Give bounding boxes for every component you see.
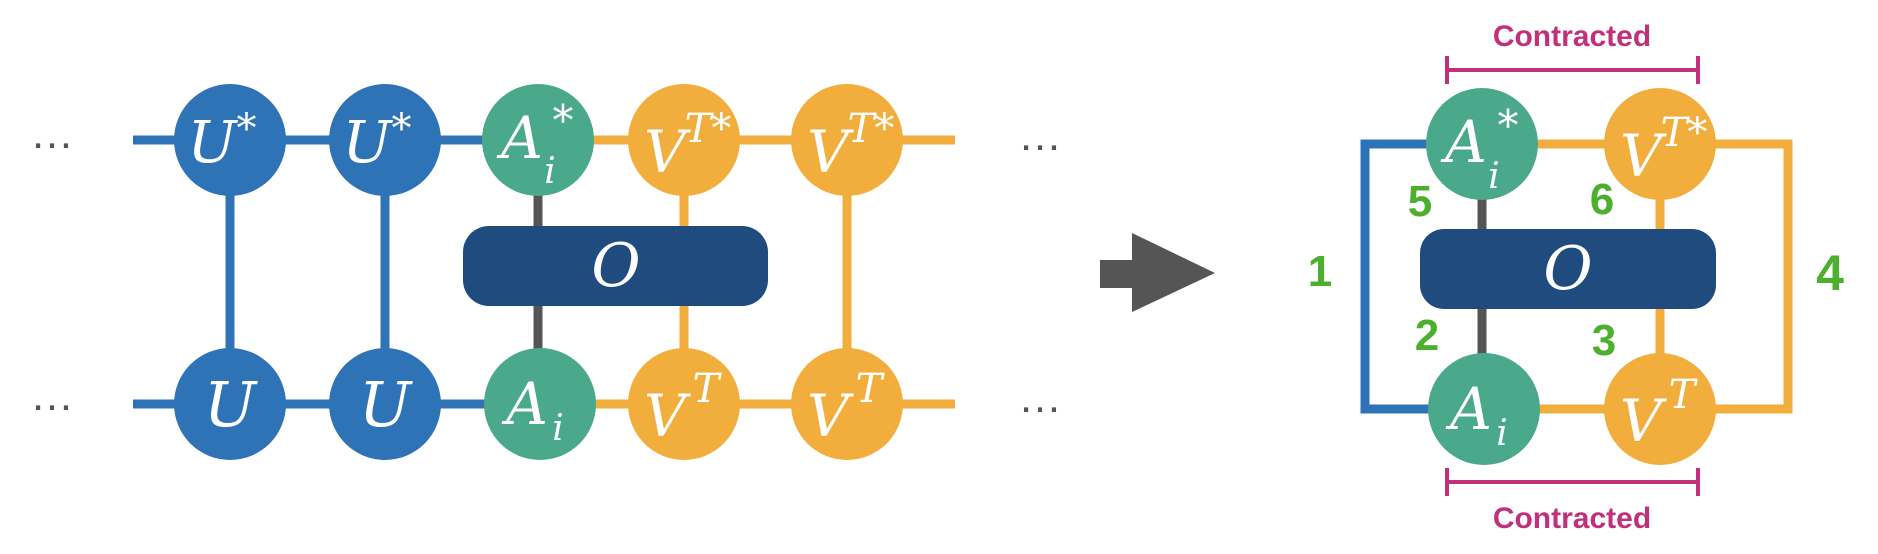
node-right-a-conj-sup: *	[1498, 101, 1519, 150]
node-right-vt	[1604, 353, 1716, 465]
contracted-bracket-bottom	[1445, 468, 1700, 496]
node-vt-conj-1-label: V	[644, 118, 691, 186]
node-a-label: A	[501, 370, 548, 438]
contracted-bracket-top	[1445, 56, 1700, 84]
index-label-2: 2	[1415, 311, 1439, 360]
node-vt-conj-1-sup: T*	[685, 106, 732, 152]
node-vt-conj-2-label: V	[807, 118, 854, 186]
node-vt-conj-2-sup: T*	[848, 106, 895, 152]
ellipsis-top-left: …	[30, 109, 74, 158]
node-vt-1-sup: T	[693, 366, 723, 412]
right-network: O A * i V T* A i V T 1 2 3 4 5 6 Contrac…	[1308, 20, 1844, 535]
node-right-a-conj	[1426, 88, 1538, 200]
node-u-conj-2-label: U*	[343, 106, 412, 176]
node-right-vt-conj-label: V	[1620, 122, 1667, 190]
node-vt-2-sup: T	[856, 366, 886, 412]
node-vt-1-label: V	[644, 382, 691, 450]
node-right-a-conj-label: A	[1440, 108, 1487, 176]
node-right-vt-sup: T	[1669, 372, 1699, 418]
node-u-1-label: U	[204, 368, 258, 441]
contracted-label-top: Contracted	[1493, 20, 1651, 53]
node-a	[484, 348, 596, 460]
index-label-6: 6	[1590, 175, 1614, 224]
left-network: … … … … O U* U* A * i V T* V T* U	[30, 84, 1062, 460]
bond-index-1	[1360, 139, 1482, 414]
node-vt-conj-2	[791, 84, 903, 196]
node-vt-conj-1	[628, 84, 740, 196]
left-top-nodes: U* U* A * i V T* V T*	[174, 84, 903, 196]
ellipsis-bottom-left: …	[30, 371, 74, 420]
node-u-2-label: U	[359, 368, 413, 441]
index-label-1: 1	[1308, 247, 1332, 296]
node-vt-2-label: V	[807, 382, 854, 450]
operator-o-left-label: O	[591, 231, 640, 301]
node-right-vt-conj-sup: T*	[1661, 110, 1708, 156]
node-u-conj-2	[329, 84, 441, 196]
index-label-5: 5	[1408, 177, 1432, 226]
node-a-conj-sup: *	[553, 96, 574, 145]
contracted-label-bottom: Contracted	[1493, 502, 1651, 535]
node-u-1	[174, 348, 286, 460]
node-vt-2	[791, 348, 903, 460]
node-right-a-label: A	[1445, 375, 1492, 443]
node-a-sub: i	[552, 408, 564, 449]
ellipsis-top-right: …	[1018, 111, 1062, 160]
node-a-conj-sub: i	[544, 151, 556, 192]
left-bottom-nodes: U U A i V T V T	[174, 348, 903, 460]
node-a-conj-label: A	[496, 104, 543, 172]
node-a-conj	[482, 84, 594, 196]
node-right-a-conj-sub: i	[1488, 156, 1500, 197]
node-u-conj-1-label: U*	[188, 106, 257, 176]
operator-o-left	[463, 226, 768, 306]
node-right-a-sub: i	[1496, 413, 1508, 454]
index-label-4: 4	[1816, 245, 1844, 301]
right-arrow-icon	[1100, 233, 1215, 312]
index-label-3: 3	[1592, 316, 1616, 365]
node-vt-1	[628, 348, 740, 460]
bond-index-4	[1660, 139, 1793, 414]
node-right-a	[1428, 353, 1540, 465]
node-u-conj-1	[174, 84, 286, 196]
node-right-vt-label: V	[1620, 387, 1667, 455]
operator-o-right	[1420, 229, 1716, 309]
node-right-vt-conj	[1604, 88, 1716, 200]
ellipsis-bottom-right: …	[1018, 373, 1062, 422]
node-u-2	[329, 348, 441, 460]
operator-o-right-label: O	[1543, 234, 1592, 304]
